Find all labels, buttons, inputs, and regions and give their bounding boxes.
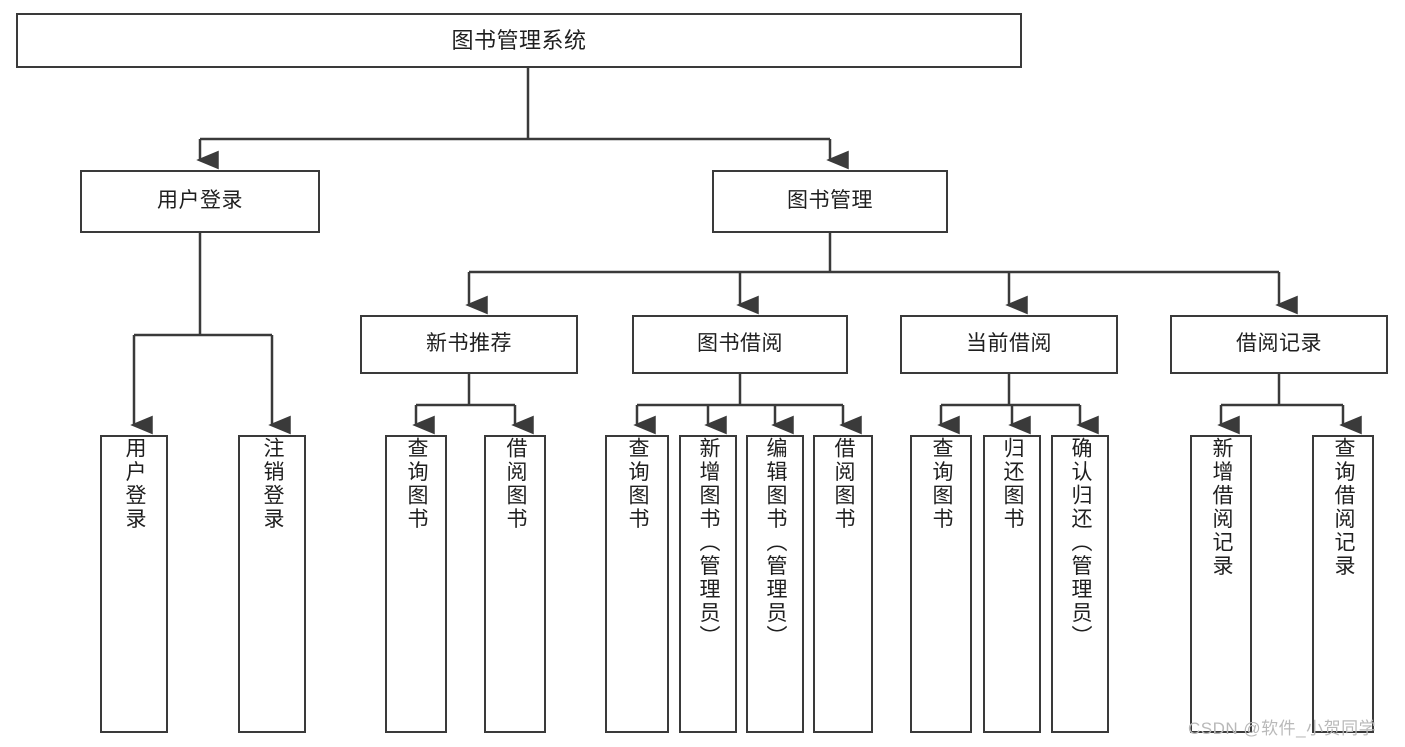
leaf-confirm-return-admin-label: 确认归还（管理员） [1069,437,1093,649]
watermark: CSDN @软件_小贺同学 [1188,719,1377,738]
leaf-return-book-label: 归还图书 [1001,437,1025,531]
leaf-logout[interactable]: 注销登录 [238,435,306,733]
leaf-query-book-borrow[interactable]: 查询图书 [605,435,669,733]
node-new-book-recommend[interactable]: 新书推荐 [360,315,578,374]
node-borrow-record[interactable]: 借阅记录 [1170,315,1388,374]
node-new-book-recommend-label: 新书推荐 [426,332,512,356]
leaf-borrow-book-recommend-label: 借阅图书 [504,437,528,531]
leaf-query-book-recommend-label: 查询图书 [405,437,429,531]
leaf-add-borrow-record[interactable]: 新增借阅记录 [1190,435,1252,733]
node-current-borrow[interactable]: 当前借阅 [900,315,1118,374]
leaf-confirm-return-admin[interactable]: 确认归还（管理员） [1051,435,1109,733]
leaf-edit-book-admin[interactable]: 编辑图书（管理员） [746,435,804,733]
node-user-login-label: 用户登录 [157,189,243,213]
leaf-edit-book-admin-label: 编辑图书（管理员） [764,437,788,649]
leaf-borrow-book-label: 借阅图书 [832,437,856,531]
node-book-management-label: 图书管理 [787,189,873,213]
leaf-borrow-book-recommend[interactable]: 借阅图书 [484,435,546,733]
leaf-user-login[interactable]: 用户登录 [100,435,168,733]
leaf-query-book-recommend[interactable]: 查询图书 [385,435,447,733]
node-root-label: 图书管理系统 [451,27,587,53]
leaf-query-borrow-record[interactable]: 查询借阅记录 [1312,435,1374,733]
leaf-return-book[interactable]: 归还图书 [983,435,1041,733]
leaf-query-book-borrow-label: 查询图书 [626,437,650,531]
leaf-borrow-book[interactable]: 借阅图书 [813,435,873,733]
node-book-management[interactable]: 图书管理 [712,170,948,233]
leaf-add-book-admin-label: 新增图书（管理员） [697,437,721,649]
leaf-query-book-current[interactable]: 查询图书 [910,435,972,733]
leaf-logout-label: 注销登录 [261,437,285,531]
leaf-user-login-label: 用户登录 [123,437,147,531]
node-book-borrow-label: 图书借阅 [697,332,783,356]
leaf-query-borrow-record-label: 查询借阅记录 [1332,437,1356,578]
leaf-query-book-current-label: 查询图书 [930,437,954,531]
node-current-borrow-label: 当前借阅 [966,332,1052,356]
node-book-borrow[interactable]: 图书借阅 [632,315,848,374]
leaf-add-book-admin[interactable]: 新增图书（管理员） [679,435,737,733]
node-root[interactable]: 图书管理系统 [16,13,1022,68]
node-borrow-record-label: 借阅记录 [1236,332,1322,356]
leaf-add-borrow-record-label: 新增借阅记录 [1210,437,1234,578]
node-user-login[interactable]: 用户登录 [80,170,320,233]
